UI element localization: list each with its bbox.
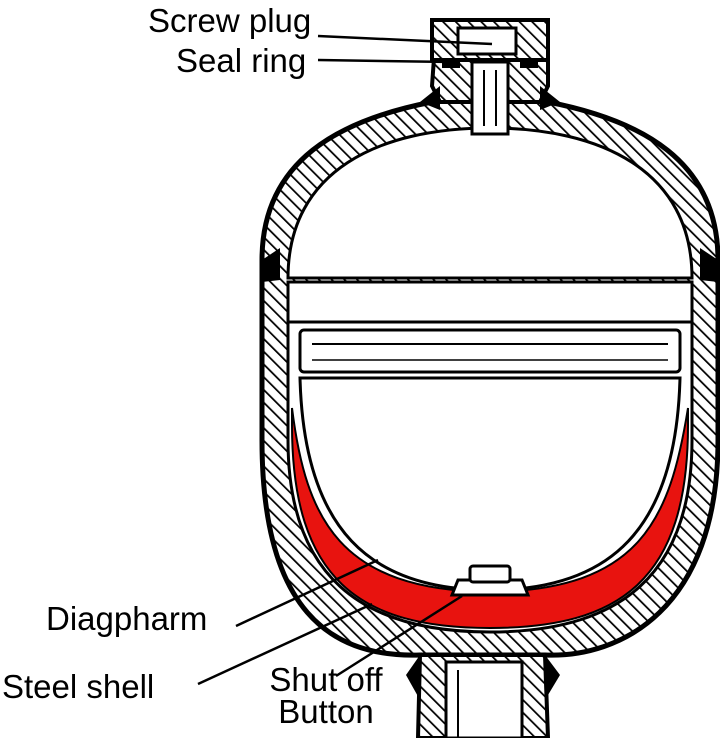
diaphragm-clamp-ring <box>298 328 682 374</box>
retaining-band <box>286 280 694 324</box>
seal-ring-leader <box>317 58 453 64</box>
shut-off-label-line1: Shut off <box>269 661 383 698</box>
screw-plug-label: Screw plug <box>148 2 312 39</box>
screw-plug-leader <box>317 34 493 46</box>
water-chamber <box>291 407 689 630</box>
diaphragm-leader <box>235 558 379 628</box>
shut-off-button-label: Shut off Button <box>262 661 390 730</box>
steel-shell-label: Steel shell <box>2 668 155 705</box>
valve-stem <box>470 60 510 136</box>
steel-shell-leader <box>197 602 373 686</box>
shut-off-label-line2: Button <box>278 693 374 730</box>
shut-off-button <box>449 578 531 597</box>
seal-ring-label: Seal ring <box>176 42 307 79</box>
shut-off-button-leader <box>335 594 463 678</box>
diaphragm-label: Diagpharm <box>46 600 208 637</box>
